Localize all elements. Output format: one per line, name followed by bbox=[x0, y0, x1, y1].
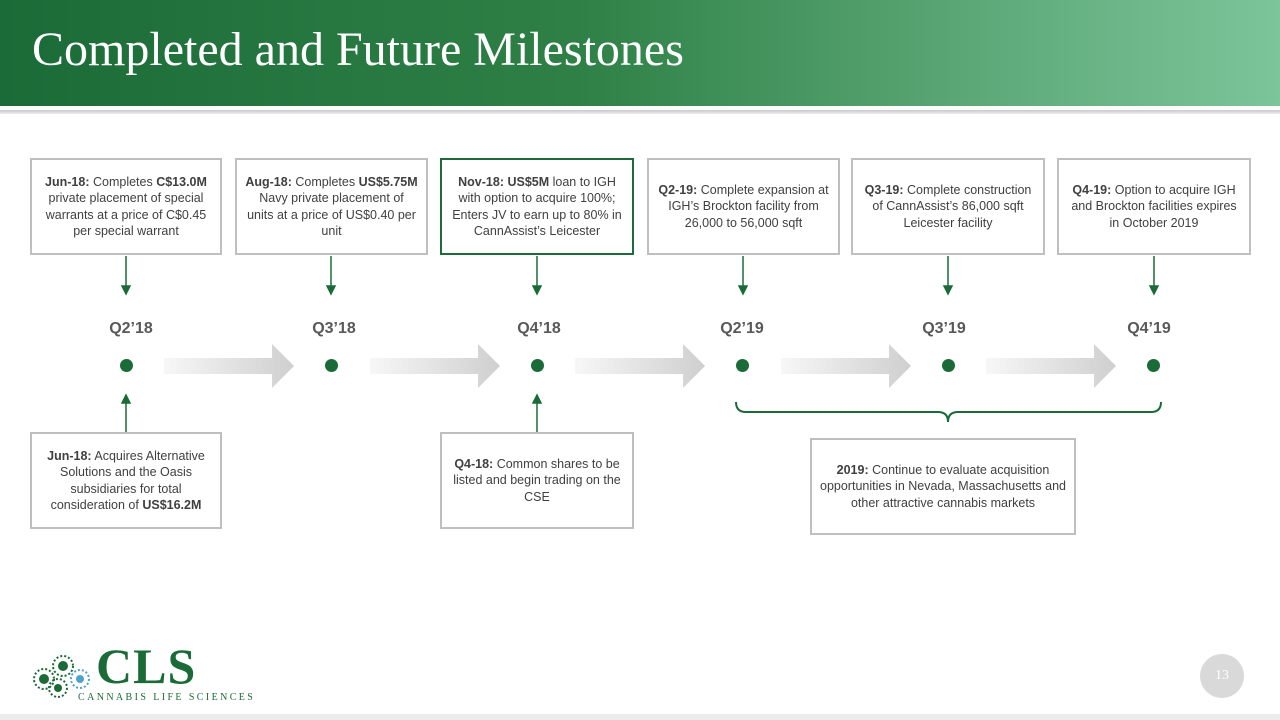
milestone-box-q418-listing: Q4-18: Common shares to be listed and be… bbox=[440, 432, 634, 529]
quarter-label-q2-18: Q2’18 bbox=[109, 320, 153, 337]
title-banner: Completed and Future Milestones bbox=[0, 0, 1280, 106]
logo-wordmark: CLS bbox=[96, 638, 197, 694]
milestone-box-q419-option: Q4-19: Option to acquire IGH and Brockto… bbox=[1057, 158, 1251, 255]
timeline-dot-q2-18 bbox=[120, 359, 133, 372]
logo-tagline: CANNABIS LIFE SCIENCES bbox=[78, 692, 256, 703]
footer-divider bbox=[0, 714, 1280, 720]
progress-arrow-4 bbox=[781, 344, 911, 388]
quarter-label-q4-18: Q4’18 bbox=[517, 320, 561, 337]
milestone-box-q319-construction: Q3-19: Complete construction of CannAssi… bbox=[851, 158, 1045, 255]
progress-arrow-3 bbox=[575, 344, 705, 388]
quarter-label-q3-19: Q3’19 bbox=[922, 320, 966, 337]
quarter-label-q3-18: Q3’18 bbox=[312, 320, 356, 337]
quarter-label-q2-19: Q2’19 bbox=[720, 320, 764, 337]
timeline-dot-q3-18 bbox=[325, 359, 338, 372]
page-title: Completed and Future Milestones bbox=[32, 23, 684, 76]
timeline-dot-q3-19 bbox=[942, 359, 955, 372]
timeline-dot-q4-18 bbox=[531, 359, 544, 372]
milestone-box-aug18-placement: Aug-18: Completes US$5.75M Navy private … bbox=[235, 158, 428, 255]
cls-logo-mark-icon bbox=[33, 655, 90, 698]
progress-arrow-5 bbox=[986, 344, 1116, 388]
milestone-box-jun18-warrants: Jun-18: Completes C$13.0M private placem… bbox=[30, 158, 222, 255]
timeline-dot-q2-19 bbox=[736, 359, 749, 372]
brace-2019 bbox=[735, 401, 1162, 423]
quarter-label-q4-19: Q4’19 bbox=[1127, 320, 1171, 337]
milestone-box-nov18-loan: Nov-18: US$5M loan to IGH with option to… bbox=[440, 158, 634, 255]
progress-arrow-2 bbox=[370, 344, 500, 388]
progress-arrow-1 bbox=[164, 344, 294, 388]
timeline-dot-q4-19 bbox=[1147, 359, 1160, 372]
milestone-box-2019-acquisitions: 2019: Continue to evaluate acquisition o… bbox=[810, 438, 1076, 535]
page-number-badge: 13 bbox=[1200, 654, 1244, 698]
header-divider bbox=[0, 110, 1280, 114]
milestone-box-jun18-acquisition: Jun-18: Acquires Alternative Solutions a… bbox=[30, 432, 222, 529]
milestone-box-q219-expansion: Q2-19: Complete expansion at IGH’s Brock… bbox=[647, 158, 840, 255]
